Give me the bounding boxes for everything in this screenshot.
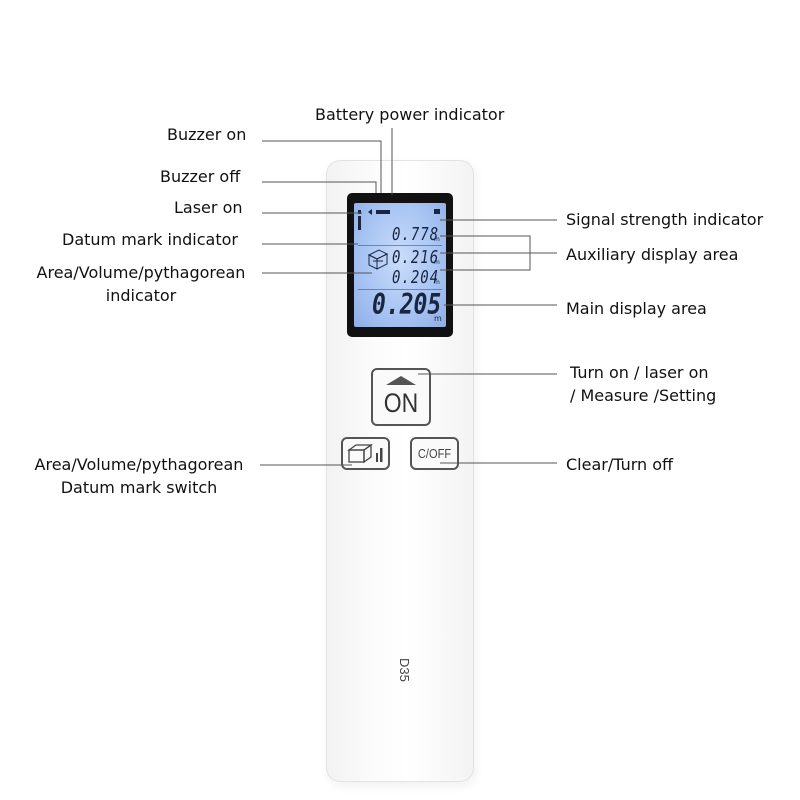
buzzer-icon bbox=[368, 209, 372, 215]
label-buzzer-off: Buzzer off bbox=[160, 167, 241, 186]
laser-on-icon bbox=[358, 210, 361, 214]
main-value: 0.205 bbox=[372, 289, 442, 322]
aux-unit-2: m bbox=[434, 259, 440, 266]
label-area-volume-indicator-line1: Area/Volume/pythagorean bbox=[36, 263, 246, 282]
on-button-label: ON bbox=[383, 388, 419, 418]
main-unit: m bbox=[434, 314, 442, 323]
label-signal-strength-indicator: Signal strength indicator bbox=[566, 210, 764, 229]
label-auxiliary-display-area: Auxiliary display area bbox=[566, 245, 739, 264]
lcd-separator bbox=[358, 245, 442, 246]
aux-unit-1: m bbox=[434, 236, 440, 243]
on-button[interactable]: ON bbox=[371, 368, 431, 426]
label-switch-line2: Datum mark switch bbox=[60, 478, 218, 497]
label-area-volume-indicator-line2: indicator bbox=[105, 286, 177, 305]
area-volume-pythagorean-icon bbox=[367, 249, 389, 270]
label-turn-on-line2: / Measure /Setting bbox=[570, 386, 717, 405]
clear-off-button[interactable]: C/OFF bbox=[410, 437, 459, 470]
aux-value-2: 0.216 bbox=[392, 248, 440, 268]
leader-buzzer-off bbox=[262, 181, 377, 193]
area-volume-icon bbox=[346, 443, 383, 464]
up-arrow-icon bbox=[386, 376, 416, 385]
clear-off-button-label: C/OFF bbox=[417, 446, 452, 461]
label-turn-on-line1: Turn on / laser on bbox=[570, 363, 709, 382]
label-buzzer-on: Buzzer on bbox=[167, 125, 247, 144]
label-clear-turn-off: Clear/Turn off bbox=[566, 455, 674, 474]
label-laser-on: Laser on bbox=[174, 198, 243, 217]
signal-strength-icon bbox=[434, 209, 440, 214]
lcd-separator bbox=[358, 289, 442, 290]
aux-value-3: 0.204 bbox=[392, 268, 440, 288]
aux-unit-3: m bbox=[434, 279, 440, 286]
label-datum-mark-indicator: Datum mark indicator bbox=[62, 230, 238, 249]
label-switch-line1: Area/Volume/pythagorean bbox=[34, 455, 244, 474]
datum-mark-icon bbox=[358, 216, 361, 230]
label-main-display-area: Main display area bbox=[566, 299, 707, 318]
area-volume-datum-switch-button[interactable] bbox=[341, 437, 390, 470]
leader-buzzer-on bbox=[262, 140, 382, 193]
battery-icon bbox=[376, 210, 390, 214]
lcd-screen: 0.778 m 0.216 m 0.204 m 0.205 m bbox=[354, 203, 446, 327]
aux-value-1: 0.778 bbox=[392, 225, 440, 245]
lcd-status-icons bbox=[358, 209, 440, 230]
label-battery-power-indicator: Battery power indicator bbox=[315, 105, 505, 124]
